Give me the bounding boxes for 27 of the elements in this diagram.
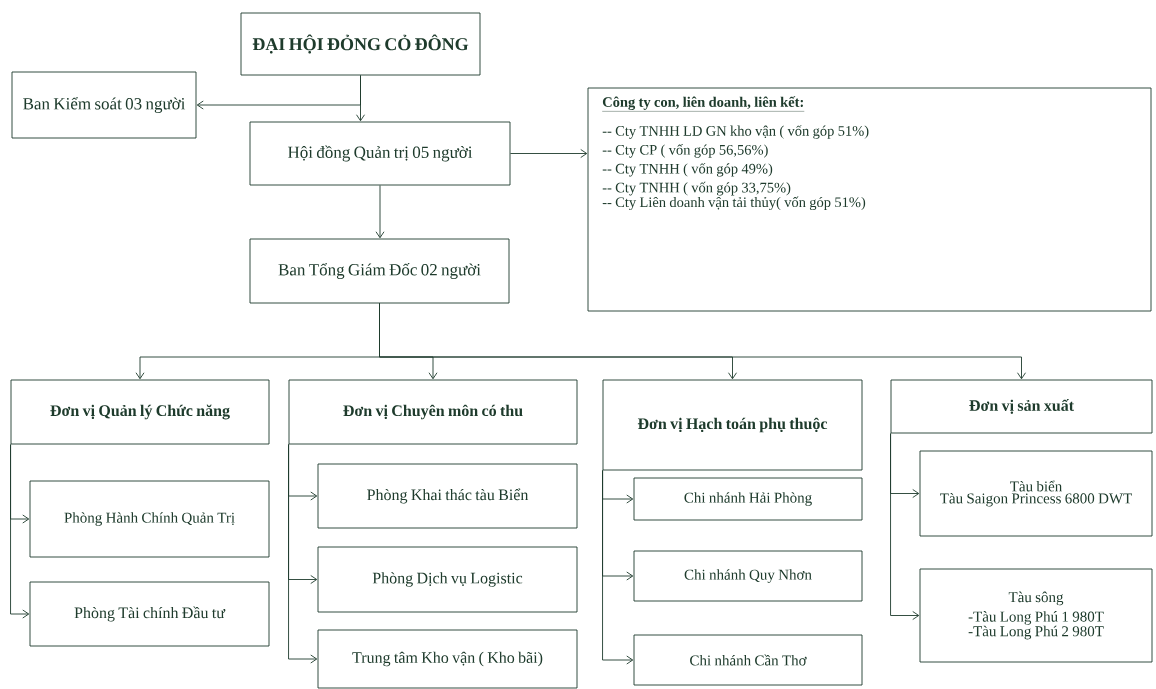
assembly-box: ĐẠI HỘI ĐỎNG CỎ ĐÔNG [240,12,481,76]
arrow [375,185,385,239]
org-box: Ban Kiểm soát 03 người [11,71,197,139]
subsidiary-list-box: Công ty con, liên doanh, liên kết: -- Cty TNHH LD GN kho vận ( vốn góp 51%) -- Cty CP ( vốn góp 56,56%) -- Cty TNHH ( vốn góp 49%) -- Cty TNHH ( vốn góp 33,75%) -- Cty Liên doanh vận tải thủy( vốn góp 51%) [587,87,1152,312]
org-box: Chi nhánh Hải Phòng [633,477,863,521]
unit-header-box: Đơn vị Hạch toán phụ thuộc [602,379,863,471]
org-box: Phòng Hành Chính Quản Trị [29,480,270,558]
org-box: Ban Tổng Giám Đốc 02 người [249,238,510,304]
org-box: Tàu sông -Tàu Long Phú 1 980T -Tàu Long Phú 2 980T [919,568,1153,663]
arrow [356,75,365,122]
arrow [288,444,318,664]
org-box: Tàu biển Tàu Saigon Princess 6800 DWT [919,450,1153,537]
arrow [890,433,920,620]
org-box: Phòng Tài chính Đầu tư [29,581,270,647]
arrow [10,444,30,619]
org-box: Chi nhánh Quy Nhơn [633,550,863,602]
arrow [379,303,1026,380]
org-box: Phòng Dịch vụ Logistic [317,546,578,613]
arrow [602,470,634,665]
org-box: Chi nhánh Cần Thơ [633,634,863,686]
org-box: Hội đồng Quản trị 05 người [249,121,511,186]
unit-header-box: Đơn vị Chuyên môn có thu [288,379,578,445]
org-box: Trung tâm Kho vận ( Kho bãi) [317,629,578,689]
arrow [510,149,588,158]
unit-header-box: Đơn vị Quản lý Chức năng [10,379,270,445]
unit-header-box: Đơn vị sản xuất [890,379,1153,434]
org-box: Phòng Khai thác tàu Biển [317,463,578,529]
